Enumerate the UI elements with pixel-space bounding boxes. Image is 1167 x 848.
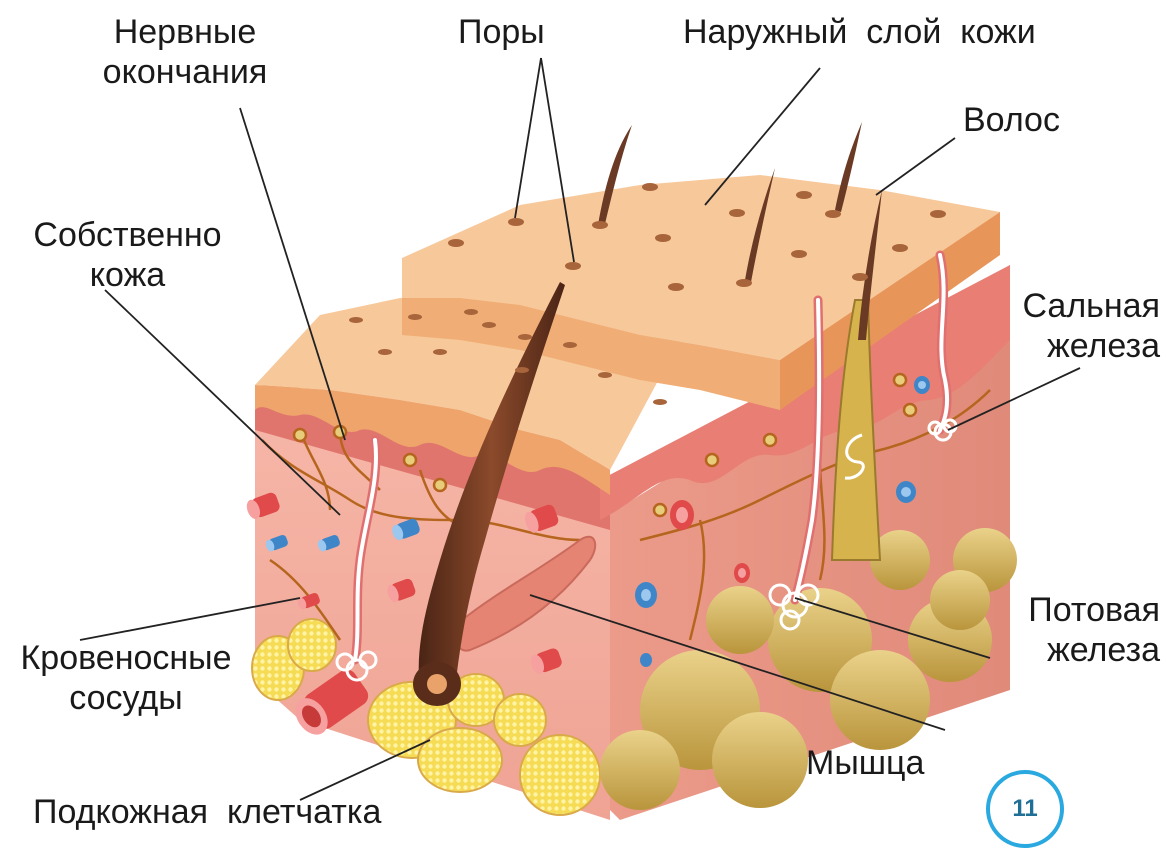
label-sweat-line1: Потовая (990, 590, 1160, 630)
label-sebaceous-gland: Сальная железа (990, 286, 1160, 366)
label-nerve-endings-line2: окончания (95, 52, 275, 92)
label-vessels-line2: сосуды (6, 678, 246, 718)
label-subcutaneous: Подкожная клетчатка (33, 792, 381, 832)
label-nerve-endings: Нервные окончания (95, 12, 275, 92)
leader-subcutaneous (300, 740, 430, 800)
label-dermis: Собственно кожа (20, 215, 235, 295)
label-pores: Поры (458, 12, 545, 52)
label-sebaceous-line2: железа (990, 326, 1160, 366)
leader-pores-1 (515, 58, 541, 218)
label-muscle: Мышца (806, 743, 924, 783)
label-vessels-line1: Кровеносные (6, 638, 246, 678)
page-number: 11 (1012, 795, 1037, 823)
label-blood-vessels: Кровеносные сосуды (6, 638, 246, 718)
leader-hair (876, 138, 955, 195)
label-nerve-endings-line1: Нервные (95, 12, 275, 52)
label-sweat-line2: железа (990, 630, 1160, 670)
page-number-badge: 11 (986, 770, 1064, 848)
label-dermis-line1: Собственно (20, 215, 235, 255)
label-hair: Волос (963, 100, 1060, 140)
label-sweat-gland: Потовая железа (990, 590, 1160, 670)
hair-papilla (427, 674, 447, 694)
label-outer-layer: Наружный слой кожи (683, 12, 1036, 52)
label-sebaceous-line1: Сальная (990, 286, 1160, 326)
label-dermis-line2: кожа (20, 255, 235, 295)
